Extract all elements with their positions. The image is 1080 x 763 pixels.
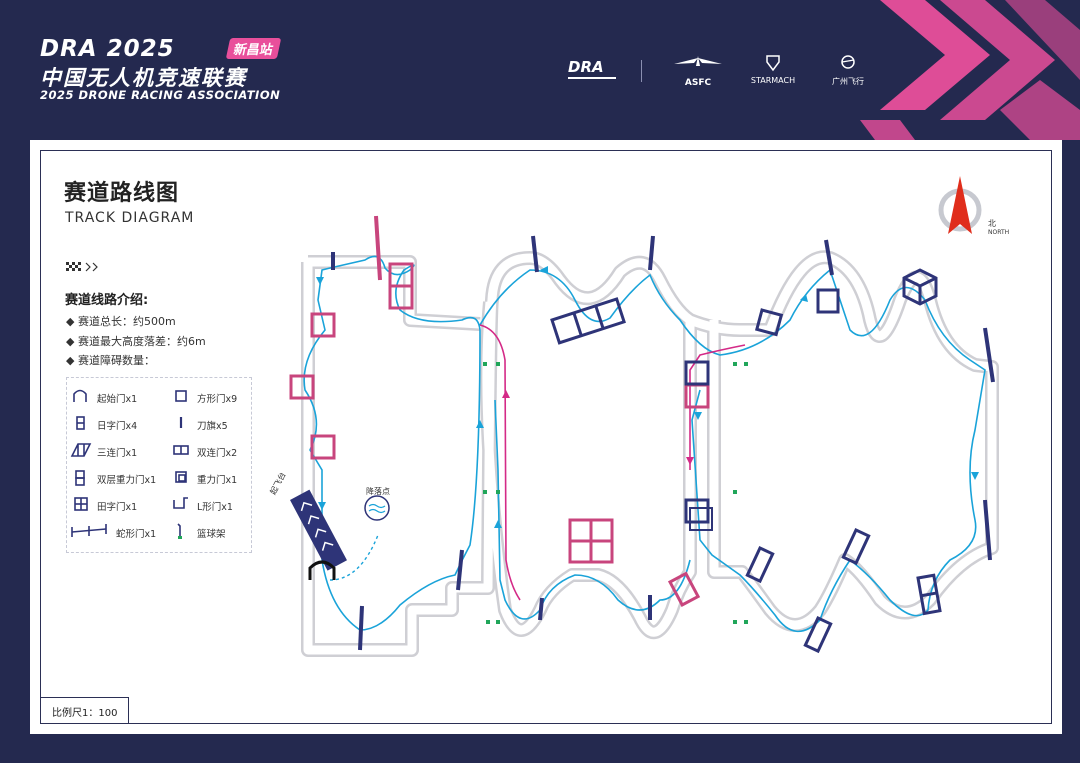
landing-point	[364, 495, 390, 521]
diagram-title-cn: 赛道路线图	[64, 181, 180, 206]
dra-logo: DRA	[568, 58, 616, 79]
legend-label: 日字门x4	[97, 421, 138, 432]
intro-item-text: 赛道障碍数量：	[77, 354, 155, 367]
wings-icon	[674, 56, 722, 66]
guangzhou-logo: 广州飞行	[822, 54, 874, 87]
legend-label: 双层重力门x1	[97, 475, 157, 486]
title-en: 2025 DRONE RACING ASSOCIATION	[40, 88, 281, 102]
landing-path	[329, 534, 379, 581]
start-gate	[308, 560, 336, 580]
diagram-frame	[40, 150, 1052, 724]
intro-item-height: ◆ 赛道最大高度落差：约6m	[66, 335, 206, 348]
starmach-emblem-icon	[766, 55, 780, 72]
legend-label: 方形门x9	[197, 394, 238, 405]
start-gate-icon	[73, 389, 87, 402]
dra-logo-line	[568, 77, 616, 79]
knife-flags	[331, 235, 995, 651]
circle-plane-icon	[841, 55, 855, 69]
navy-gates	[550, 268, 942, 654]
legend-label: 田字门x1	[97, 502, 138, 513]
basketball-stand-icon	[177, 523, 182, 539]
checkered-flag-icon	[66, 262, 98, 272]
logo-divider	[641, 60, 642, 82]
asfc-logo: ASFC	[668, 54, 728, 88]
compass-label-en: NORTH	[988, 229, 1010, 236]
intro-item-text: 赛道总长：约500m	[77, 315, 176, 328]
guangzhou-text: 广州飞行	[832, 77, 864, 86]
compass-label-cn: 北	[988, 219, 996, 228]
direction-arrows	[316, 266, 979, 528]
square-gate-icon	[175, 390, 187, 402]
brand-title: DRA 2025	[40, 36, 300, 62]
basketball-stands	[483, 362, 748, 624]
triple-gate-icon	[70, 443, 92, 457]
legend-label: 三连门x1	[97, 448, 138, 459]
dra-logo-text: DRA	[568, 58, 604, 76]
intro-heading: 赛道线路介绍:	[65, 293, 149, 308]
gravity-gate-icon	[175, 471, 187, 483]
svg-text:DRA 2025: DRA 2025	[40, 36, 175, 60]
compass-icon	[938, 176, 982, 234]
diagram-title-en: TRACK DIAGRAM	[65, 210, 195, 226]
chevron-decoration	[860, 0, 1080, 140]
legend	[66, 377, 252, 553]
takeoff-pad	[290, 489, 347, 571]
legend-label: 篮球架	[197, 529, 226, 540]
legend-label: 刀旗x5	[197, 421, 228, 432]
intro-item-obstacles: ◆ 赛道障碍数量：	[66, 354, 155, 367]
l-gate-icon	[173, 497, 188, 509]
tian-gate-icon	[74, 497, 88, 511]
starmach-text: STARMACH	[750, 76, 796, 85]
legend-label: 重力门x1	[197, 475, 238, 486]
intro-item-length: ◆ 赛道总长：约500m	[66, 315, 176, 328]
snake-gate-icon	[71, 524, 107, 537]
intro-item-text: 赛道最大高度落差：约6m	[77, 335, 206, 348]
diagram-card	[30, 140, 1062, 734]
asfc-text: ASFC	[684, 78, 712, 88]
pink-flight-path	[479, 324, 746, 601]
dra-wordmark: DRA 2025	[40, 36, 175, 62]
legend-label: 双连门x2	[197, 448, 238, 459]
legend-label: 起始门x1	[97, 394, 138, 405]
scale-bar: 比例尺1：100	[40, 697, 129, 724]
legend-icons	[70, 389, 189, 539]
double-gate-icon	[173, 445, 189, 455]
legend-label: L形门x1	[197, 502, 233, 513]
landing-label: 降落点	[366, 487, 390, 496]
double-gravity-gate-icon	[75, 470, 85, 486]
pink-gates	[289, 215, 710, 607]
starmach-logo: STARMACH	[743, 54, 803, 85]
title-cn: 中国无人机竞速联赛	[40, 66, 247, 90]
ri-gate-icon	[76, 416, 85, 430]
legend-label: 蛇形门x1	[116, 529, 157, 540]
